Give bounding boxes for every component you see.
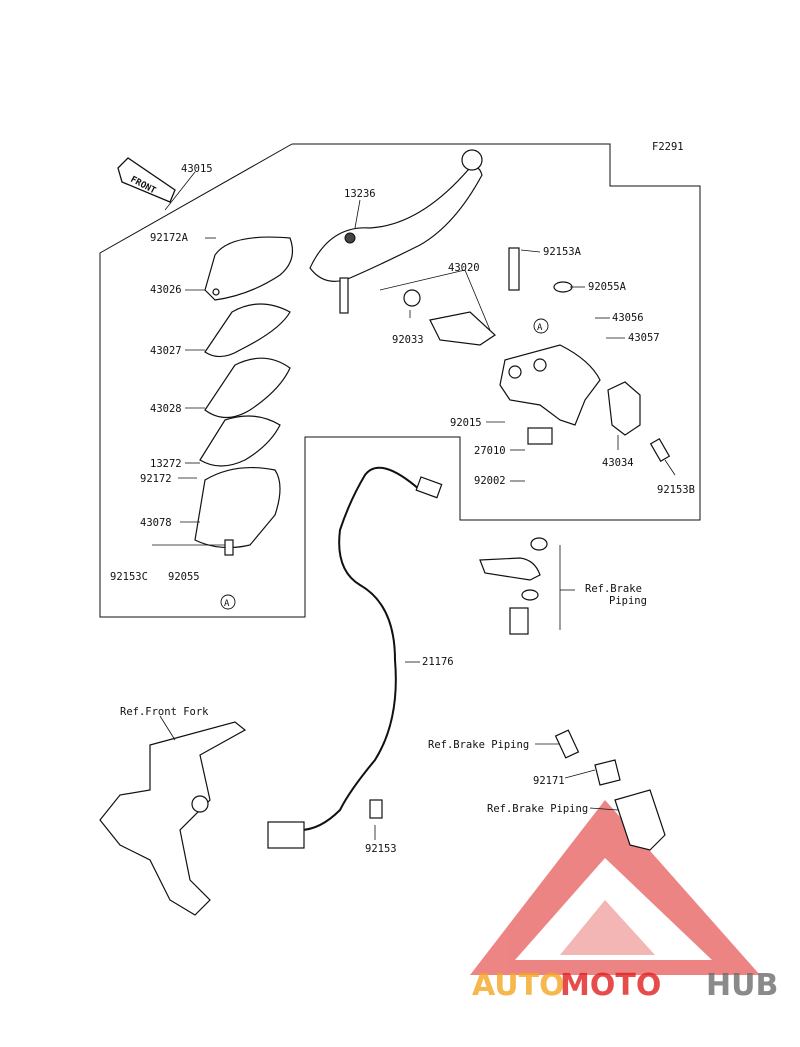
svg-text:A: A: [224, 599, 230, 609]
label-92055A: 92055A: [588, 281, 627, 293]
reservoir-plate: [204, 303, 291, 358]
label-92033: 92033: [392, 334, 424, 346]
ref-brake-piping-line1: Ref.Brake: [585, 583, 642, 595]
banjo-parts: [479, 537, 548, 635]
svg-text:AUTO: AUTO: [472, 968, 565, 1003]
reservoir-body: [194, 466, 281, 556]
front-arrow-icon: FRONT: [117, 157, 176, 203]
diagram-code: F2291: [652, 141, 684, 153]
label-92172A: 92172A: [150, 232, 189, 244]
part-labels: F2291 43015 13236 92172A 43026 43027 430…: [110, 141, 695, 855]
label-43034: 43034: [602, 457, 634, 469]
master-cylinder-body: [499, 344, 601, 426]
label-43057: 43057: [628, 332, 660, 344]
bolt-92153A: [508, 247, 520, 291]
label-43028: 43028: [150, 403, 182, 415]
clamp-bracket: [607, 381, 641, 436]
watermark-logo: [470, 800, 760, 975]
label-92015: 92015: [450, 417, 482, 429]
svg-text:A: A: [537, 323, 543, 333]
label-27010: 27010: [474, 445, 506, 457]
label-92171: 92171: [533, 775, 565, 787]
piston-assembly: [403, 289, 496, 346]
svg-text:MOTO: MOTO: [560, 968, 661, 1003]
leader-lines: [152, 171, 676, 840]
label-92153C: 92153C: [110, 571, 148, 583]
callout-marker-top: A: [533, 318, 549, 334]
ref-brake-piping-line2: Piping: [609, 595, 647, 607]
clutch-lever: [309, 149, 483, 314]
label-92153A: 92153A: [543, 246, 582, 258]
label-92055: 92055: [168, 571, 200, 583]
label-43078: 43078: [140, 517, 172, 529]
label-43020: 43020: [448, 262, 480, 274]
reservoir-diaphragm: [204, 357, 291, 419]
label-92153B: 92153B: [657, 484, 695, 496]
switch-27010: [527, 427, 553, 445]
assembly-frame: [99, 143, 701, 618]
brake-line-clamp: [554, 729, 666, 851]
label-92002: 92002: [474, 475, 506, 487]
label-43026: 43026: [150, 284, 182, 296]
bolt-92153B: [649, 438, 671, 462]
label-92172: 92172: [140, 473, 172, 485]
label-13236: 13236: [344, 188, 376, 200]
watermark-text: AUTO MOTO HUB: [472, 968, 778, 1003]
front-fork-bracket: [99, 721, 247, 916]
oring-92055A: [553, 281, 573, 293]
label-92153: 92153: [365, 843, 397, 855]
reservoir-gasket: [199, 415, 281, 467]
label-21176: 21176: [422, 656, 454, 668]
label-13272: 13272: [150, 458, 182, 470]
ref-front-fork: Ref.Front Fork: [120, 706, 209, 718]
reservoir-cap: [204, 236, 293, 301]
label-43027: 43027: [150, 345, 182, 357]
cable-21176: [299, 466, 421, 831]
svg-text:HUB: HUB: [706, 968, 778, 1003]
sensor-bracket: [267, 799, 383, 849]
ref-brake-piping-a: Ref.Brake Piping: [428, 739, 529, 751]
ref-brake-piping-b: Ref.Brake Piping: [487, 803, 588, 815]
label-43056: 43056: [612, 312, 644, 324]
callout-marker-bottom: A: [220, 594, 236, 610]
label-43015: 43015: [181, 163, 213, 175]
cable-end-fitting: [415, 476, 443, 499]
